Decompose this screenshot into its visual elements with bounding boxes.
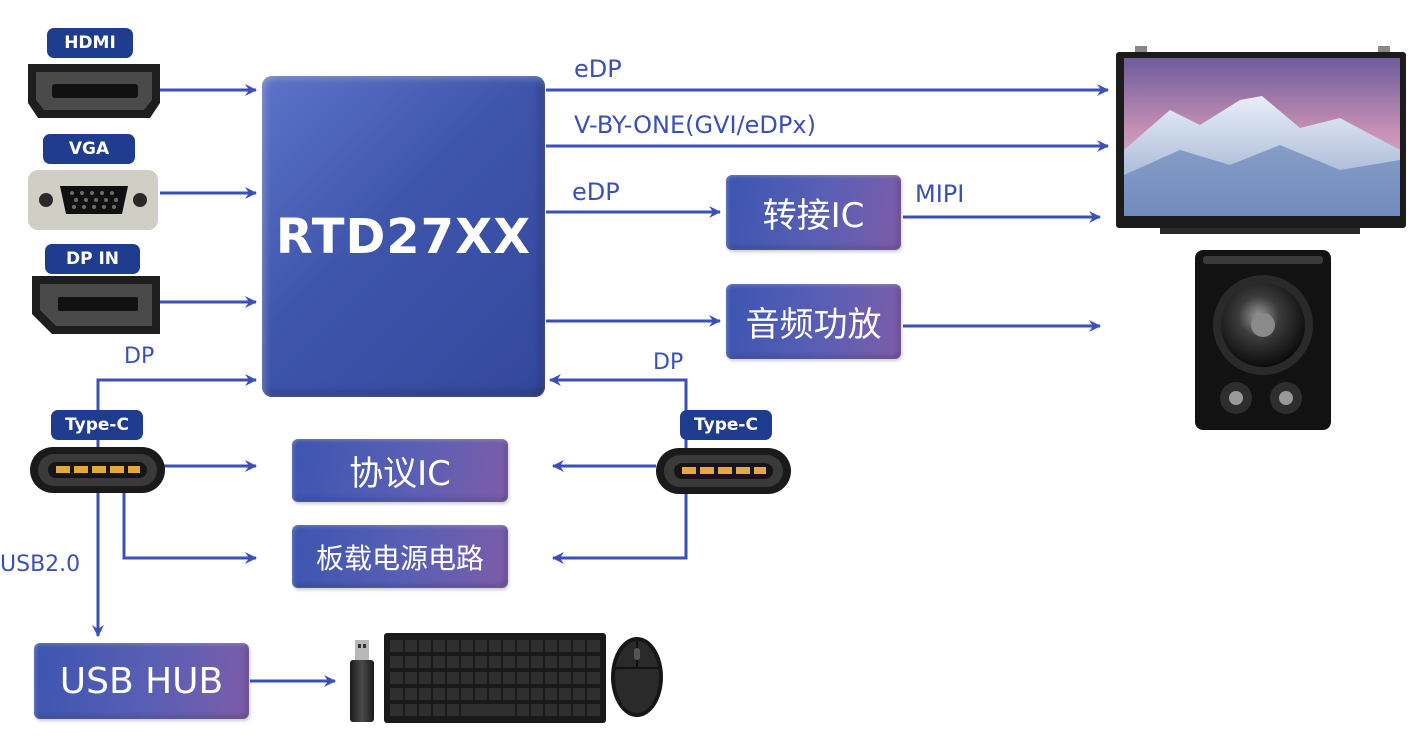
audio-amp-label: 音频功放 [745,305,882,345]
usb-hub-label: USB HUB [59,660,224,702]
connection-arrows [92,84,1109,687]
usb-hub-block: USB HUB [34,643,249,719]
hdmi-port-icon [28,64,160,118]
typec-right-badge: Type-C [680,410,772,440]
mouse-icon [611,637,663,717]
hdmi-badge: HDMI [47,28,133,58]
audio-amp-block: 音频功放 [726,284,901,359]
typec-left-power-arrow [122,486,257,564]
protocol-ic-label: 协议IC [349,454,451,494]
usb-dongle-icon [350,640,374,722]
typec-left-port-icon [30,447,165,493]
main-soc-label: RTD27XX [275,208,532,265]
typec-right-power-arrow [552,486,688,564]
dp-in-badge: DP IN [45,244,140,274]
typec-left-dp-label: DP [124,344,155,369]
mipi-label: MIPI [915,180,965,208]
speaker-icon [1195,250,1331,430]
bridge-ic-block: 转接IC [726,175,901,250]
bridge-ic-label: 转接IC [762,196,865,236]
protocol-ic-block: 协议IC [292,439,508,502]
vbyone-label: V-BY-ONE(GVI/eDPx) [574,111,816,139]
keyboard-icon [384,633,606,723]
usb2-label: USB2.0 [0,552,81,577]
edp-mid-label: eDP [572,178,620,206]
typec-left-badge: Type-C [51,410,143,440]
edp-top-label: eDP [574,55,622,83]
vga-port-icon [28,170,158,230]
vga-badge: VGA [43,134,135,164]
display-panel-icon [1116,46,1406,234]
typec-right-port-icon [656,448,791,494]
typec-right-dp-label: DP [653,350,684,375]
power-circuit-block: 板载电源电路 [292,525,508,588]
power-circuit-label: 板载电源电路 [315,541,484,575]
typec-right-dp-arrow [549,374,688,448]
displayport-icon [32,276,160,334]
main-soc-chip: RTD27XX [262,76,545,397]
